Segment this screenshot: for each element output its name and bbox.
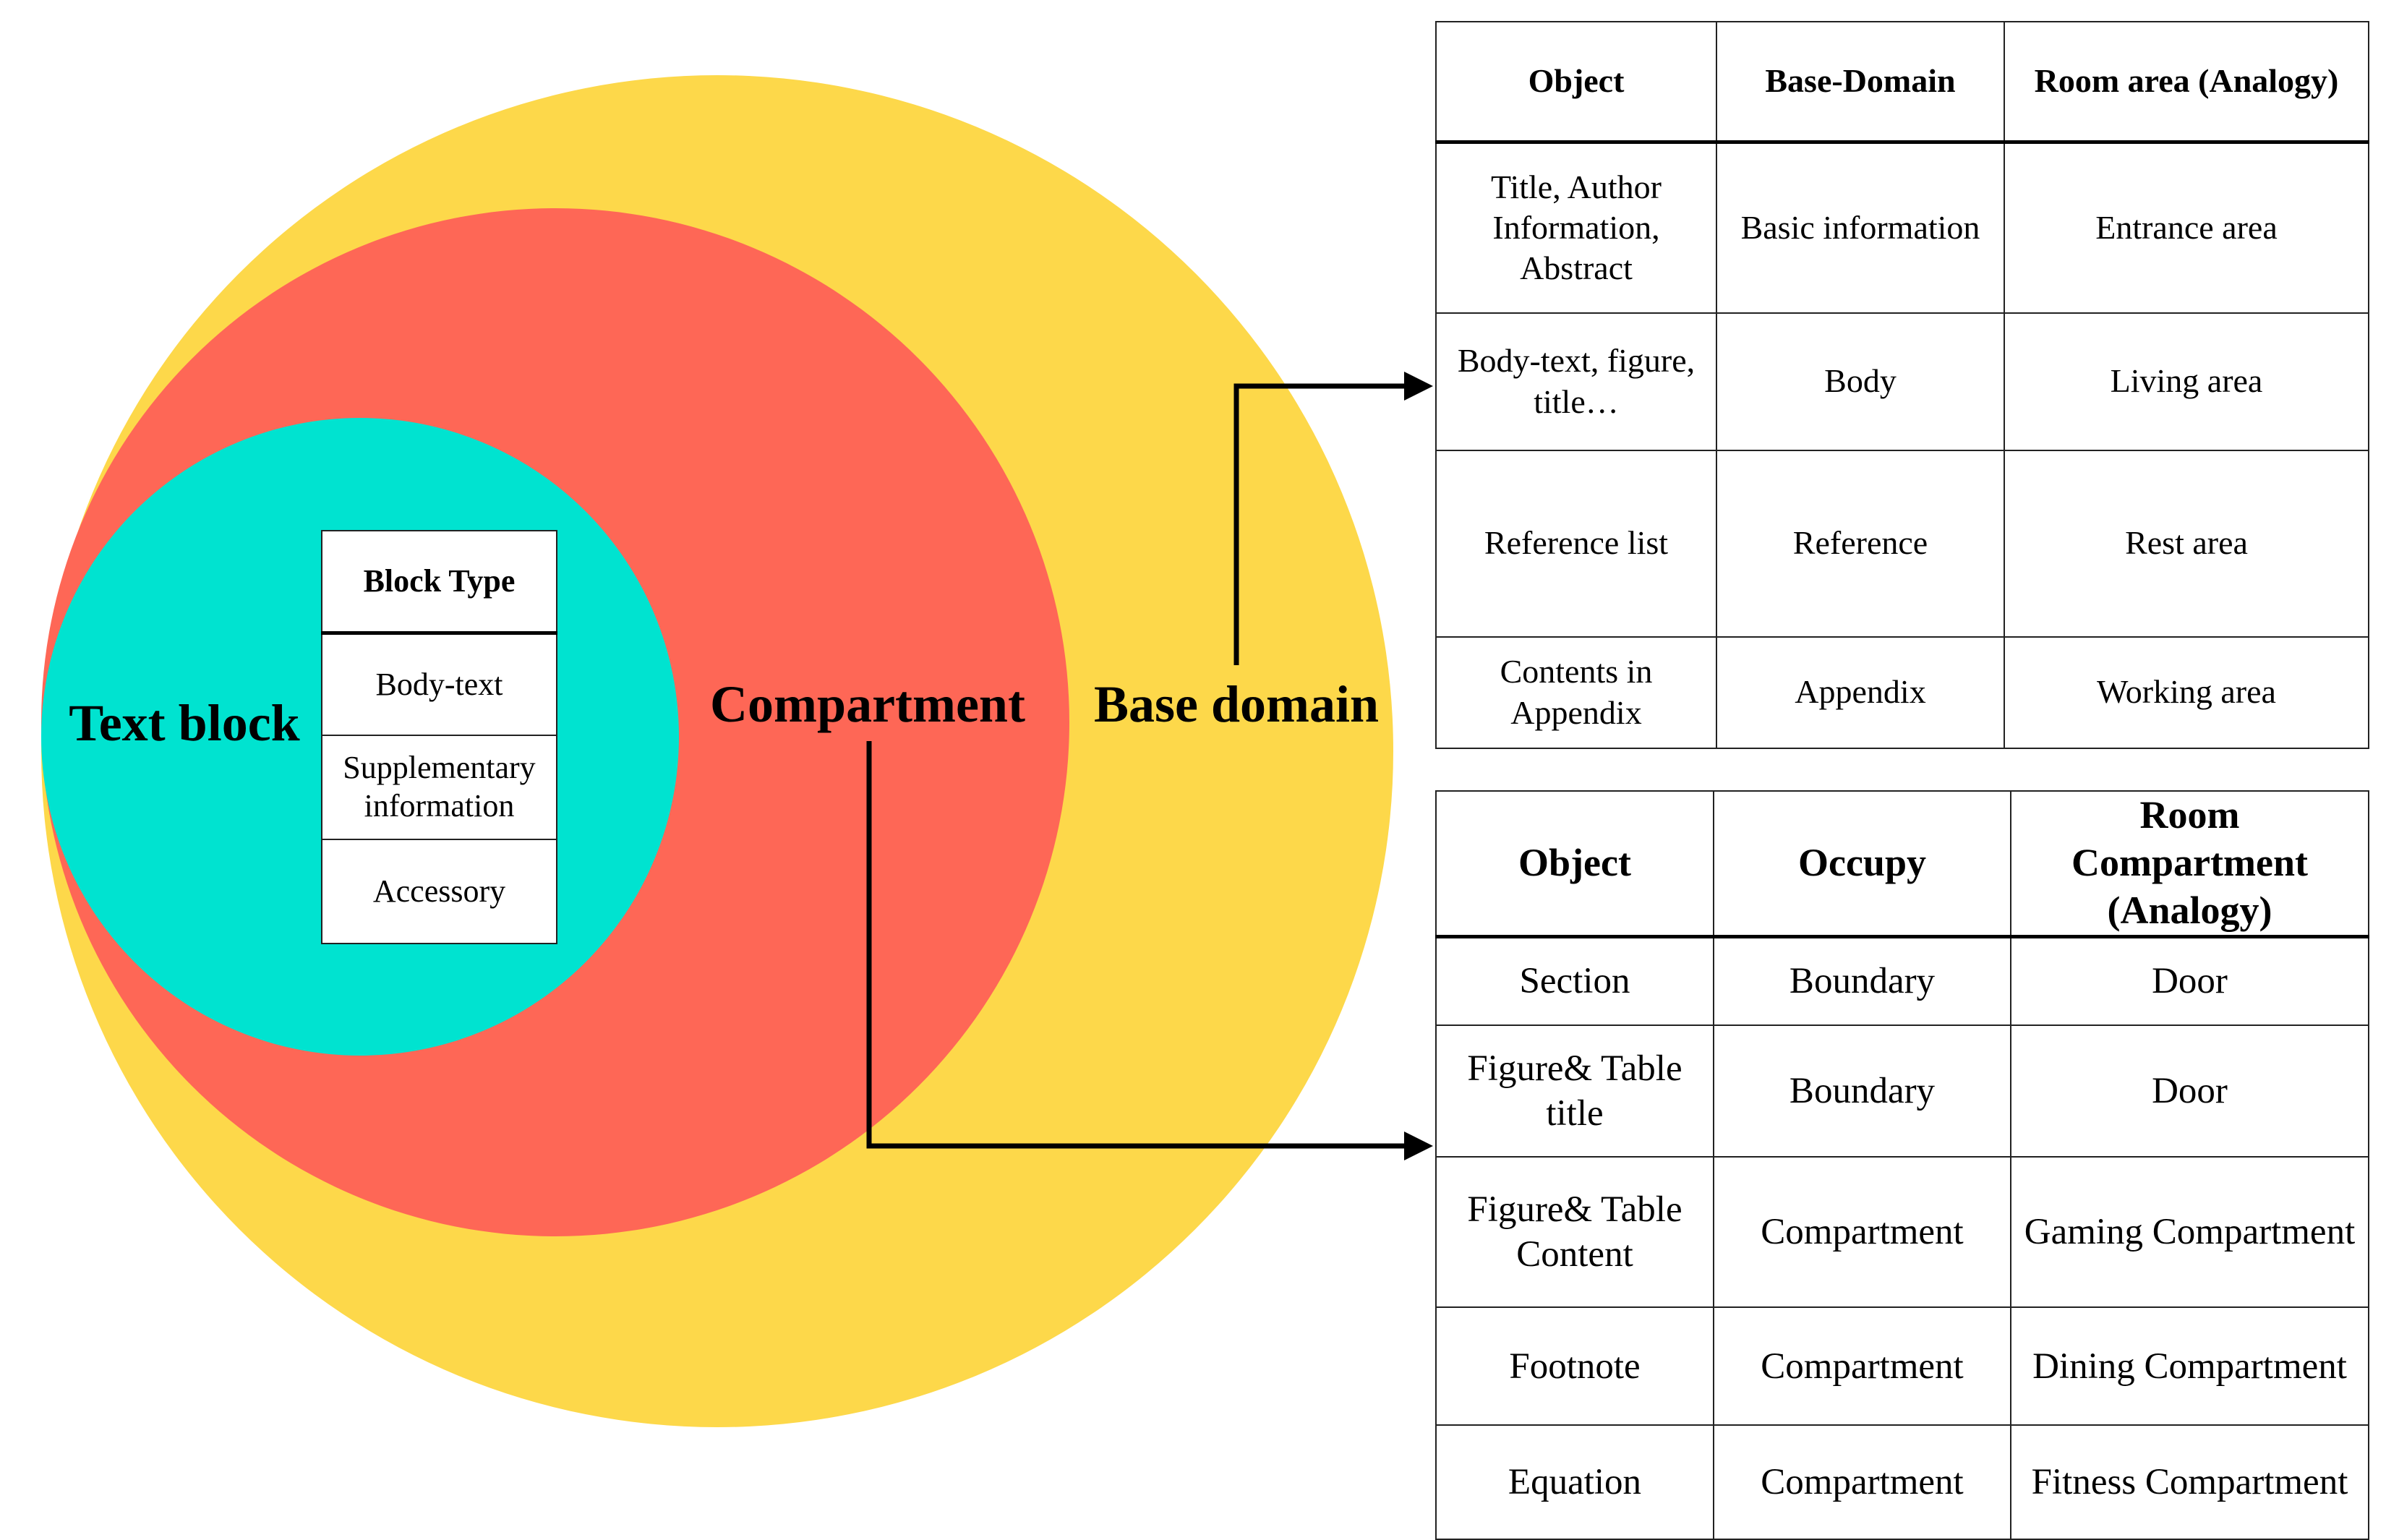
table-cell: Body: [1716, 312, 2005, 451]
block-type-header: Block Type: [321, 530, 557, 635]
column-header: Object: [1435, 21, 1717, 144]
table-cell: Boundary: [1713, 1024, 2011, 1158]
column-header: Occupy: [1713, 790, 2011, 938]
compartment-arrowhead: [1404, 1132, 1433, 1160]
block-type-table: Block Type Body-text Supplementary infor…: [321, 530, 557, 944]
table-cell: Figure& Table title: [1435, 1024, 1714, 1158]
table-cell: Appendix: [1716, 636, 2005, 749]
compartment-label: Compartment: [710, 675, 1025, 733]
table-header-row: Object Base-Domain Room area (Analogy): [1435, 21, 2369, 144]
table-cell: Footnote: [1435, 1306, 1714, 1426]
block-type-row: Supplementary information: [321, 735, 557, 840]
column-header: Object: [1435, 790, 1714, 938]
table-row: Section Boundary Door: [1435, 936, 2369, 1027]
table-row: Title, Author Information, Abstract Basi…: [1435, 141, 2369, 314]
table-cell: Door: [2010, 1024, 2369, 1158]
table-cell: Door: [2010, 936, 2369, 1027]
table-cell: Entrance area: [2004, 141, 2369, 314]
block-type-row: Accessory: [321, 839, 557, 944]
table-cell: Title, Author Information, Abstract: [1435, 141, 1717, 314]
table-cell: Gaming Compartment: [2010, 1156, 2369, 1309]
column-header: Base-Domain: [1716, 21, 2005, 144]
table-row: Figure& Table Content Compartment Gaming…: [1435, 1156, 2369, 1309]
compartment-arrow: [866, 741, 1406, 1149]
table-row: Contents in Appendix Appendix Working ar…: [1435, 636, 2369, 749]
base-domain-arrowhead: [1404, 372, 1433, 401]
table-cell: Basic information: [1716, 141, 2005, 314]
table-cell: Contents in Appendix: [1435, 636, 1717, 749]
text-block-label: Text block: [69, 694, 300, 752]
base-domain-arrow: [1233, 383, 1406, 665]
table-row: Body-text, figure, title… Body Living ar…: [1435, 312, 2369, 451]
table-cell: Reference: [1716, 449, 2005, 638]
table-cell: Figure& Table Content: [1435, 1156, 1714, 1309]
compartment-table: Object Occupy Room Compartment (Analogy)…: [1435, 790, 2369, 1540]
table-cell: Equation: [1435, 1424, 1714, 1540]
table-row: Equation Compartment Fitness Compartment: [1435, 1424, 2369, 1540]
base-domain-label: Base domain: [1093, 675, 1380, 733]
column-header: Room area (Analogy): [2004, 21, 2369, 144]
table-cell: Reference list: [1435, 449, 1717, 638]
table-cell: Section: [1435, 936, 1714, 1027]
table-cell: Dining Compartment: [2010, 1306, 2369, 1426]
table-cell: Compartment: [1713, 1306, 2011, 1426]
table-cell: Body-text, figure, title…: [1435, 312, 1717, 451]
block-type-row: Body-text: [321, 632, 557, 736]
column-header: Room Compartment (Analogy): [2010, 790, 2369, 938]
table-cell: Living area: [2004, 312, 2369, 451]
table-row: Figure& Table title Boundary Door: [1435, 1024, 2369, 1158]
table-cell: Compartment: [1713, 1156, 2011, 1309]
base-domain-table: Object Base-Domain Room area (Analogy) T…: [1435, 21, 2369, 749]
table-cell: Boundary: [1713, 936, 2011, 1027]
table-row: Reference list Reference Rest area: [1435, 449, 2369, 638]
table-row: Footnote Compartment Dining Compartment: [1435, 1306, 2369, 1426]
table-cell: Rest area: [2004, 449, 2369, 638]
table-header-row: Object Occupy Room Compartment (Analogy): [1435, 790, 2369, 938]
table-cell: Working area: [2004, 636, 2369, 749]
